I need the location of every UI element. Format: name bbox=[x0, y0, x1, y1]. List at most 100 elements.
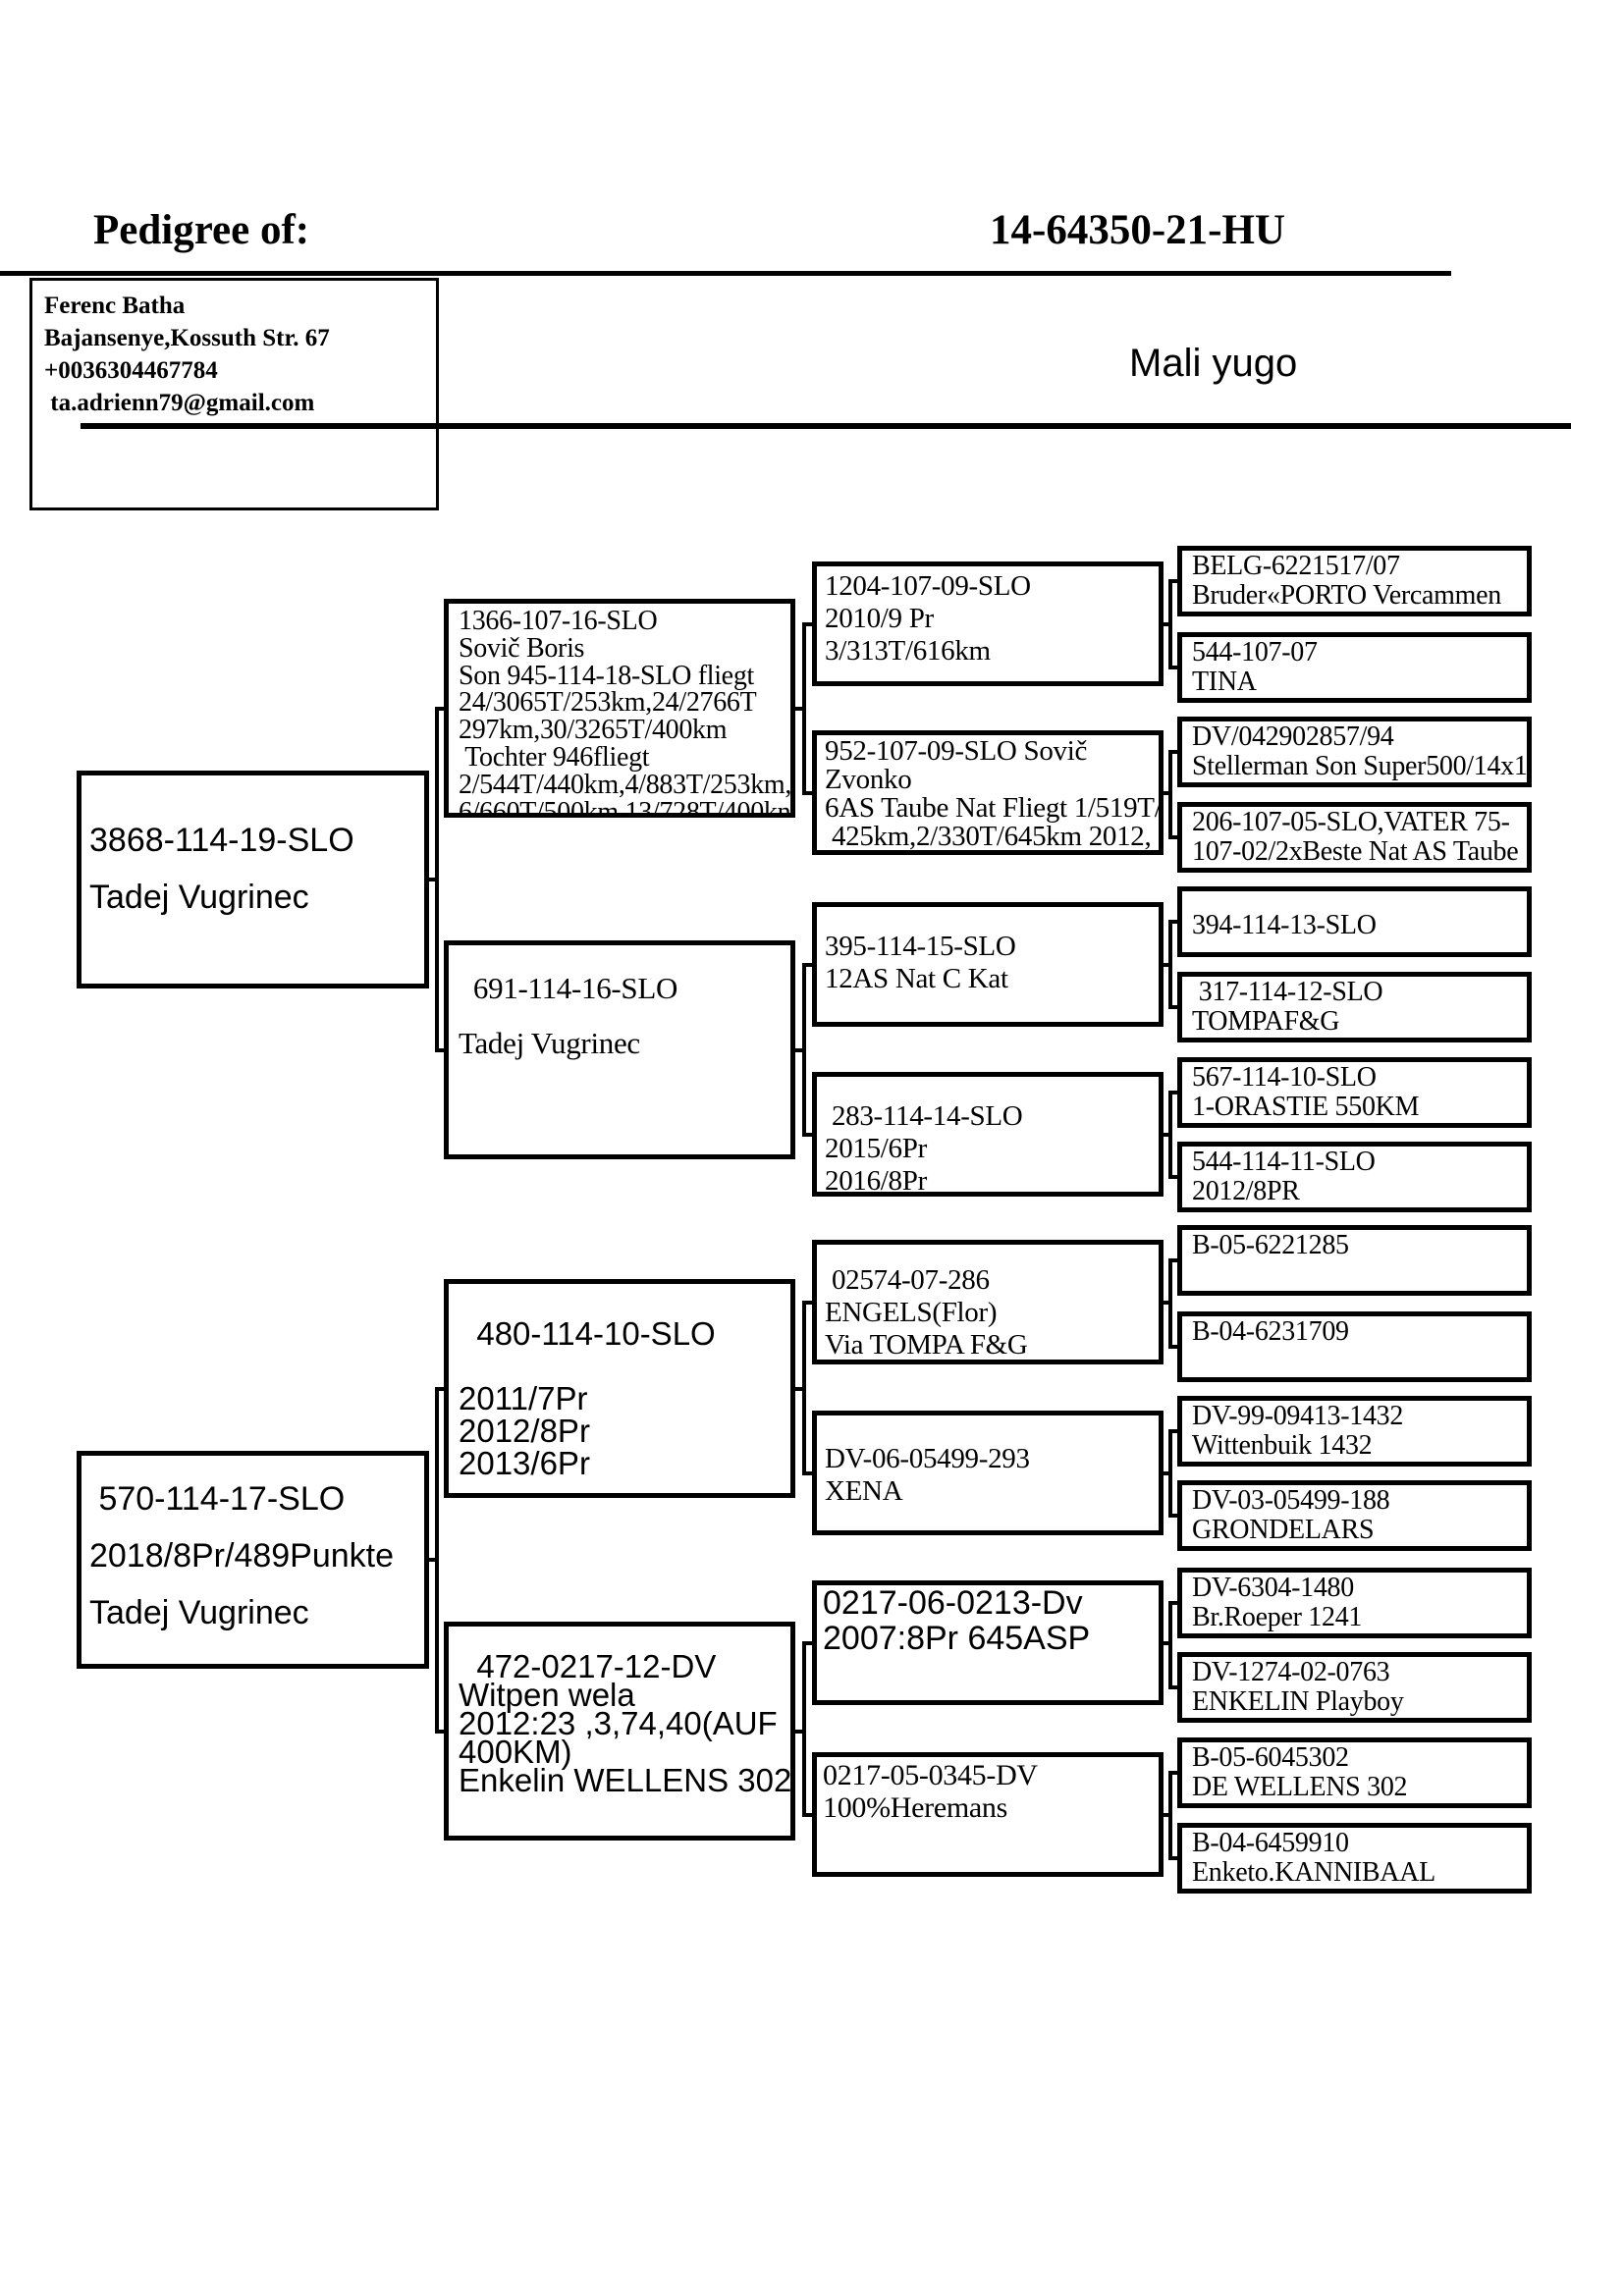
pedigree-line: BELG-6221517/07 bbox=[1192, 551, 1400, 581]
pedigree-line: 2/544T/440km,4/883T/253km, bbox=[459, 769, 792, 800]
owner-email: ta.adrienn79@gmail.com bbox=[44, 390, 315, 416]
connector-line bbox=[1168, 1771, 1177, 1775]
pedigree-line: DV-6304-1480 bbox=[1192, 1573, 1354, 1603]
pedigree-line: ENKELIN Playboy bbox=[1192, 1686, 1404, 1717]
connector-line bbox=[435, 1386, 444, 1391]
pedigree-line: Bruder«PORTO Vercammen bbox=[1192, 580, 1501, 611]
pedigree-line: 691-114-16-SLO bbox=[459, 971, 678, 1005]
pedigree-line: 394-114-13-SLO bbox=[1192, 910, 1377, 940]
pedigree-box-g4-3: 206-107-05-SLO,VATER 75-107-02/2xBeste N… bbox=[1177, 802, 1532, 873]
connector-line bbox=[802, 962, 812, 967]
pedigree-line: XENA bbox=[825, 1475, 903, 1507]
pedigree-line: Sovič Boris bbox=[459, 632, 585, 664]
connector-line bbox=[1164, 1300, 1172, 1305]
owner-phone: +0036304467784 bbox=[44, 357, 218, 384]
connector-line bbox=[802, 790, 812, 795]
pedigree-line: 1204-107-09-SLO bbox=[825, 570, 1031, 602]
pedigree-line: B-05-6045302 bbox=[1192, 1742, 1349, 1773]
connector-line bbox=[1168, 1601, 1172, 1689]
pedigree-line: Stellerman Son Super500/14x1 bbox=[1192, 751, 1528, 781]
connector-line bbox=[1168, 1091, 1177, 1095]
connector-line bbox=[1168, 920, 1177, 924]
pedigree-line: 952-107-09-SLO Sovič bbox=[825, 735, 1088, 767]
pedigree-line: DV-06-05499-293 bbox=[825, 1443, 1030, 1474]
connector-line bbox=[802, 1132, 812, 1137]
connector-line bbox=[1168, 1175, 1177, 1179]
pedigree-line: 6/660T/500km,13/728T/400kn bbox=[459, 796, 791, 818]
pedigree-line: 283-114-14-SLO bbox=[825, 1100, 1023, 1132]
pedigree-line: Tadej Vugrinec bbox=[89, 879, 309, 916]
connector-line bbox=[1168, 1345, 1177, 1349]
connector-line bbox=[1168, 1429, 1177, 1433]
pedigree-line: 2016/8Pr bbox=[825, 1165, 927, 1197]
pedigree-box-g4-4: 394-114-13-SLO bbox=[1177, 886, 1532, 957]
pedigree-line: 02574-07-286 bbox=[825, 1264, 990, 1296]
connector-line bbox=[802, 1640, 812, 1645]
connector-line bbox=[1168, 835, 1177, 839]
connector-line bbox=[1168, 750, 1177, 754]
connector-line bbox=[435, 706, 444, 711]
connector-line bbox=[1168, 1685, 1177, 1689]
pedigree-line bbox=[459, 1350, 788, 1382]
pedigree-line: 544-114-11-SLO bbox=[1192, 1147, 1376, 1177]
connector-line bbox=[1164, 1812, 1172, 1817]
connector-line bbox=[795, 1729, 806, 1734]
pedigree-line: 395-114-15-SLO bbox=[825, 931, 1016, 962]
pedigree-line: Enkelin WELLENS 302 bbox=[459, 1762, 792, 1798]
bird-name: Mali yugo bbox=[1129, 342, 1298, 385]
connector-line bbox=[1168, 579, 1177, 583]
connector-line bbox=[802, 1300, 812, 1305]
pedigree-line: Witpen wela bbox=[459, 1677, 635, 1713]
pedigree-line: 24/3065T/253km,24/2766T bbox=[459, 687, 757, 719]
pedigree-line: DV/042902857/94 bbox=[1192, 721, 1394, 752]
page-title: Pedigree of: bbox=[93, 207, 310, 253]
pedigree-line: DV-99-09413-1432 bbox=[1192, 1401, 1404, 1431]
pedigree-line: 2012/8PR bbox=[1192, 1176, 1300, 1206]
connector-line bbox=[802, 1812, 812, 1817]
connector-line bbox=[802, 621, 812, 626]
pedigree-line: DV-03-05499-188 bbox=[1192, 1485, 1390, 1516]
connector-line bbox=[1164, 1640, 1172, 1645]
pedigree-box-g4-9: B-04-6231709 bbox=[1177, 1311, 1532, 1382]
owner-info-box: Ferenc Batha Bajansenye,Kossuth Str. 67 … bbox=[29, 278, 439, 510]
pedigree-box-g4-8: B-05-6221285 bbox=[1177, 1225, 1532, 1296]
connector-line bbox=[802, 1470, 812, 1475]
pedigree-line: 12AS Nat C Kat bbox=[825, 963, 1008, 994]
pedigree-line: 2015/6Pr bbox=[825, 1133, 927, 1164]
connector-line bbox=[429, 1558, 439, 1562]
pedigree-line: 2013/6Pr bbox=[459, 1445, 590, 1481]
owner-address: Bajansenye,Kossuth Str. 67 bbox=[44, 325, 330, 351]
connector-line bbox=[435, 1729, 444, 1734]
pedigree-line: Son 945-114-18-SLO fliegt bbox=[459, 660, 754, 691]
pedigree-line: 544-107-07 bbox=[1192, 637, 1318, 667]
pedigree-line: 2018/8Pr/489Punkte bbox=[89, 1537, 395, 1575]
pedigree-line: TOMPAF&G bbox=[1192, 1006, 1340, 1037]
pedigree-line: 297km,30/3265T/400km bbox=[459, 715, 728, 746]
pedigree-line: Enketo.KANNIBAAL bbox=[1192, 1857, 1435, 1888]
connector-line bbox=[795, 1386, 806, 1391]
connector-line bbox=[1168, 1514, 1177, 1518]
connector-line bbox=[802, 1640, 806, 1817]
owner-name: Ferenc Batha bbox=[44, 293, 186, 319]
pedigree-line: 2010/9 Pr bbox=[825, 603, 934, 634]
pedigree-line: 425km,2/330T/645km 2012, bbox=[825, 821, 1152, 852]
pedigree-line: Br.Roeper 1241 bbox=[1192, 1602, 1363, 1632]
